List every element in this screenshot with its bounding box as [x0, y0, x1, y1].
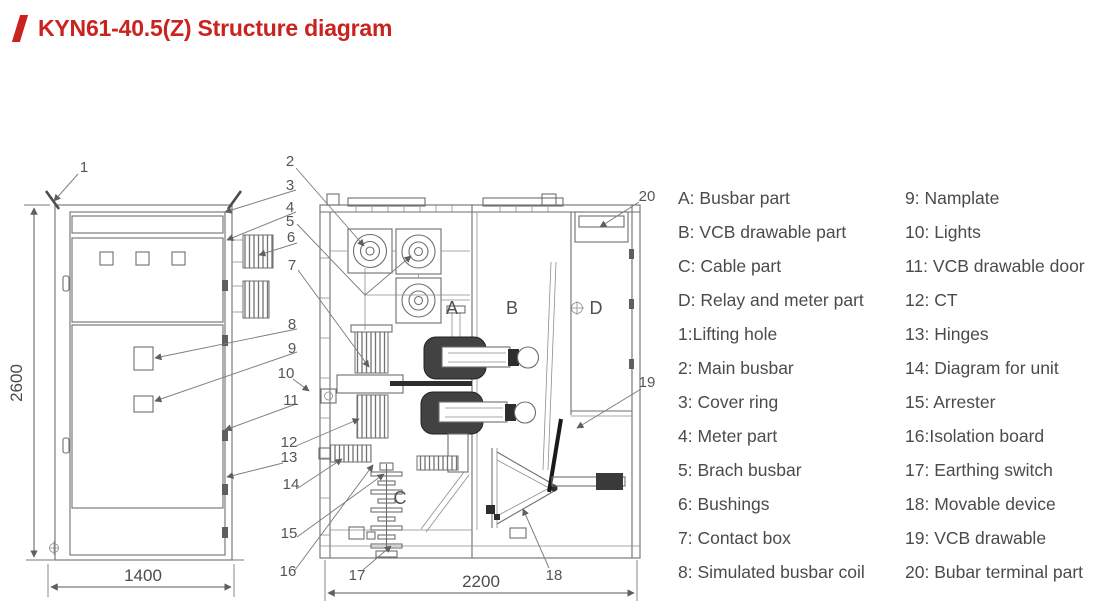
- nameplate-window: [133, 395, 154, 413]
- callout-1: 1: [80, 159, 88, 176]
- callout-10: 10: [278, 365, 295, 382]
- busbar-connection: [390, 381, 472, 386]
- legend-item-10: 10: Lights: [905, 222, 981, 242]
- dimension-height-2600: 2600: [7, 204, 50, 558]
- legend-item-11: 11: VCB drawable door: [905, 256, 1085, 276]
- roof-details: [320, 193, 564, 536]
- light-fixture: [320, 388, 337, 404]
- door-handle-upper: [62, 275, 70, 292]
- callout-3: 3: [286, 177, 294, 194]
- callout-15: 15: [281, 525, 298, 542]
- legend-item-18: 18: Movable device: [905, 494, 1056, 514]
- dim-height-label: 2600: [7, 364, 26, 402]
- legend-item-2: 2: Main busbar: [678, 358, 794, 378]
- lifting-hole-marks: [44, 190, 243, 210]
- callout-2: 2: [286, 153, 294, 170]
- vcb-upper-pole: [423, 305, 540, 380]
- callout-leaders: [53, 167, 642, 571]
- dim-width-label: 1400: [124, 566, 162, 585]
- legend-item-b: B: VCB drawable part: [678, 222, 847, 242]
- legend-item-c: C: Cable part: [678, 256, 782, 276]
- legend-item-9: 9: Namplate: [905, 188, 1000, 208]
- callout-7: 7: [288, 257, 296, 274]
- callout-4: 4: [286, 199, 294, 216]
- simulated-busbar-coil-window: [133, 346, 154, 371]
- arrester: [370, 462, 403, 558]
- callout-12: 12: [281, 434, 298, 451]
- callout-19: 19: [639, 374, 656, 391]
- foot-datum-mark: [49, 541, 59, 555]
- drawable-rail: [542, 261, 557, 471]
- legend-item-20: 20: Bubar terminal part: [905, 562, 1084, 582]
- legend-item-4: 4: Meter part: [678, 426, 778, 446]
- callout-8: 8: [288, 316, 296, 333]
- rear-door-hinges: [629, 249, 634, 369]
- callout-18: 18: [546, 567, 563, 584]
- callout-17: 17: [349, 567, 366, 584]
- legend-item-6: 6: Bushings: [678, 494, 770, 514]
- dim-depth-label: 2200: [462, 572, 500, 591]
- callout-9: 9: [288, 340, 296, 357]
- callout-14: 14: [283, 476, 300, 493]
- legend-column-2: 9: Namplate 10: Lights 11: VCB drawable …: [905, 181, 1120, 589]
- cable-compartment: [318, 444, 640, 547]
- callout-16: 16: [280, 563, 297, 580]
- contact-box: [350, 324, 393, 374]
- section-view-drawing: [318, 193, 641, 559]
- legend-item-7: 7: Contact box: [678, 528, 791, 548]
- front-view-drawing: [26, 190, 274, 561]
- legend-item-d: D: Relay and meter part: [678, 290, 864, 310]
- relay-meter-symbol: [570, 301, 584, 315]
- dimension-width-1400: 1400: [47, 564, 235, 597]
- legend: A: Busbar part B: VCB drawable part C: C…: [678, 181, 1120, 589]
- legend-item-14: 14: Diagram for unit: [905, 358, 1059, 378]
- dimension-depth-2200: 2200: [324, 560, 638, 601]
- legend-item-17: 17: Earthing switch: [905, 460, 1053, 480]
- side-bushings: [232, 234, 274, 319]
- callout-5: 5: [286, 213, 294, 230]
- callout-13: 13: [281, 449, 298, 466]
- legend-item-1: 1:Lifting hole: [678, 324, 778, 344]
- section-letter-a: A: [446, 298, 458, 318]
- current-transformer: [356, 394, 389, 439]
- legend-item-a: A: Busbar part: [678, 188, 790, 208]
- main-busbar-bushings: [330, 228, 470, 330]
- movable-device: [486, 418, 626, 528]
- legend-item-12: 12: CT: [905, 290, 958, 310]
- callout-6: 6: [287, 229, 295, 246]
- legend-item-13: 13: Hinges: [905, 324, 989, 344]
- section-letters: A B C D: [394, 298, 603, 508]
- page-title: KYN61-40.5(Z) Structure diagram: [38, 15, 393, 41]
- vcb-lower-pole: [420, 391, 537, 473]
- callout-20: 20: [639, 188, 656, 205]
- legend-column-1: A: Busbar part B: VCB drawable part C: C…: [678, 181, 905, 589]
- front-indicator-windows: [99, 251, 186, 266]
- section-letter-d: D: [590, 298, 603, 318]
- door-handle-lower: [62, 437, 70, 454]
- section-letter-c: C: [394, 488, 407, 508]
- door-hinges: [222, 280, 228, 538]
- section-letter-b: B: [506, 298, 518, 318]
- legend-item-8: 8: Simulated busbar coil: [678, 562, 865, 582]
- callout-11: 11: [283, 392, 299, 409]
- callout-numbers: 1 2 3 4 5 6 7 8 9 10 11 12 13 14 15 16 1…: [80, 153, 656, 584]
- page-header: KYN61-40.5(Z) Structure diagram: [0, 0, 1120, 60]
- legend-item-16: 16:Isolation board: [905, 426, 1045, 446]
- legend-item-5: 5: Brach busbar: [678, 460, 802, 480]
- legend-item-15: 15: Arrester: [905, 392, 996, 412]
- legend-item-19: 19: VCB drawable: [905, 528, 1047, 548]
- legend-item-3: 3: Cover ring: [678, 392, 779, 412]
